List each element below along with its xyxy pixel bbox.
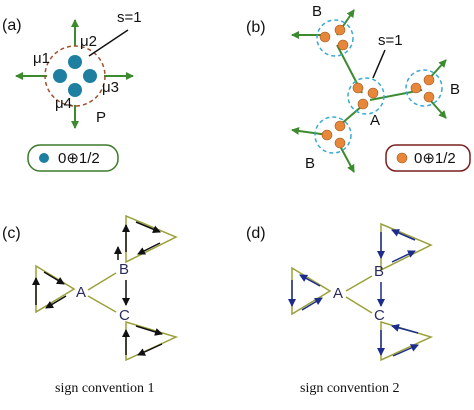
mu3-label: μ3	[102, 79, 119, 96]
triangle-left	[291, 266, 332, 316]
triangle-top	[380, 222, 433, 272]
mu4-label: μ4	[55, 95, 72, 112]
dashed-circle	[44, 45, 106, 107]
arrow	[45, 295, 67, 309]
site-dot	[68, 55, 82, 69]
a-label: A	[370, 112, 380, 129]
b-label: B	[374, 263, 384, 280]
site-dot	[321, 129, 333, 141]
site-dot	[68, 83, 82, 97]
dashed-circle-right	[405, 69, 443, 107]
arrow	[299, 274, 321, 287]
arrow	[43, 271, 65, 285]
bond-a-b	[345, 275, 373, 292]
arrow	[301, 297, 323, 311]
dashed-circle-bottom	[314, 116, 352, 154]
site-dot	[367, 87, 379, 99]
panel-c: (c) A B C sign convention 1	[2, 214, 179, 396]
site-dot	[423, 74, 435, 86]
panel-c-label: (c)	[2, 225, 21, 242]
panel-d-label: (d)	[246, 225, 266, 242]
site-dot	[319, 31, 331, 43]
arrow	[392, 344, 419, 357]
arrow	[137, 242, 161, 255]
arrow	[137, 343, 163, 356]
c-label: C	[374, 307, 385, 324]
mu1-label: μ1	[33, 50, 50, 67]
b-label: B	[119, 261, 129, 278]
site-dot	[357, 98, 369, 110]
a-label: A	[333, 285, 343, 302]
arrow	[135, 221, 161, 233]
b-top-label: B	[312, 3, 322, 20]
site-dot	[334, 137, 346, 149]
site-dot	[352, 82, 364, 94]
site-dot	[334, 120, 346, 132]
s-label: s=1	[378, 32, 403, 49]
s-pointer-line	[372, 49, 386, 79]
dashed-circle-top	[316, 19, 354, 57]
panel-b: (b)	[246, 3, 471, 173]
s-pointer-line	[88, 29, 129, 57]
panel-a-label: (a)	[2, 17, 22, 34]
panel-b-label: (b)	[246, 19, 266, 36]
bond-a-b	[87, 272, 117, 291]
triangle-top	[125, 214, 178, 264]
s-label: s=1	[117, 9, 142, 26]
site-dot	[53, 69, 67, 83]
c-label: C	[119, 307, 130, 324]
arrow	[391, 229, 416, 241]
bond-line	[339, 105, 363, 126]
panel-d: (d) A B C sign convention 2	[246, 222, 434, 396]
mu2-label: μ2	[80, 33, 97, 50]
legend-box	[27, 144, 119, 172]
legend-dot	[396, 152, 408, 164]
dashed-circle-center	[347, 77, 385, 115]
arrow	[391, 250, 416, 263]
arrow-out	[429, 99, 447, 119]
a-label: A	[76, 284, 86, 301]
b-right-label: B	[450, 81, 460, 98]
site-dot	[423, 91, 435, 103]
legend-text: 0⊕1/2	[414, 150, 456, 167]
legend-box	[385, 144, 471, 172]
caption: sign convention 2	[300, 381, 400, 396]
b-bottom-label: B	[305, 155, 315, 172]
arrow	[391, 323, 419, 334]
triangle-left	[35, 264, 76, 314]
site-dot	[83, 69, 97, 83]
site-dot	[337, 39, 349, 51]
p-label: P	[96, 109, 106, 126]
legend-dot	[39, 153, 49, 163]
arrow-out	[339, 145, 355, 173]
triangle-bottom	[380, 320, 434, 362]
panel-a: (a) s=1 μ1 μ2 μ3 μ4 P 0⊕1/2	[2, 9, 142, 172]
site-dot	[410, 82, 422, 94]
site-dot	[334, 24, 346, 36]
legend-text: 0⊕1/2	[58, 150, 100, 167]
caption: sign convention 1	[55, 381, 155, 396]
triangle-bottom	[125, 320, 179, 362]
bond-a-c	[345, 296, 373, 314]
arrow	[135, 325, 163, 336]
bond-a-c	[87, 295, 117, 313]
